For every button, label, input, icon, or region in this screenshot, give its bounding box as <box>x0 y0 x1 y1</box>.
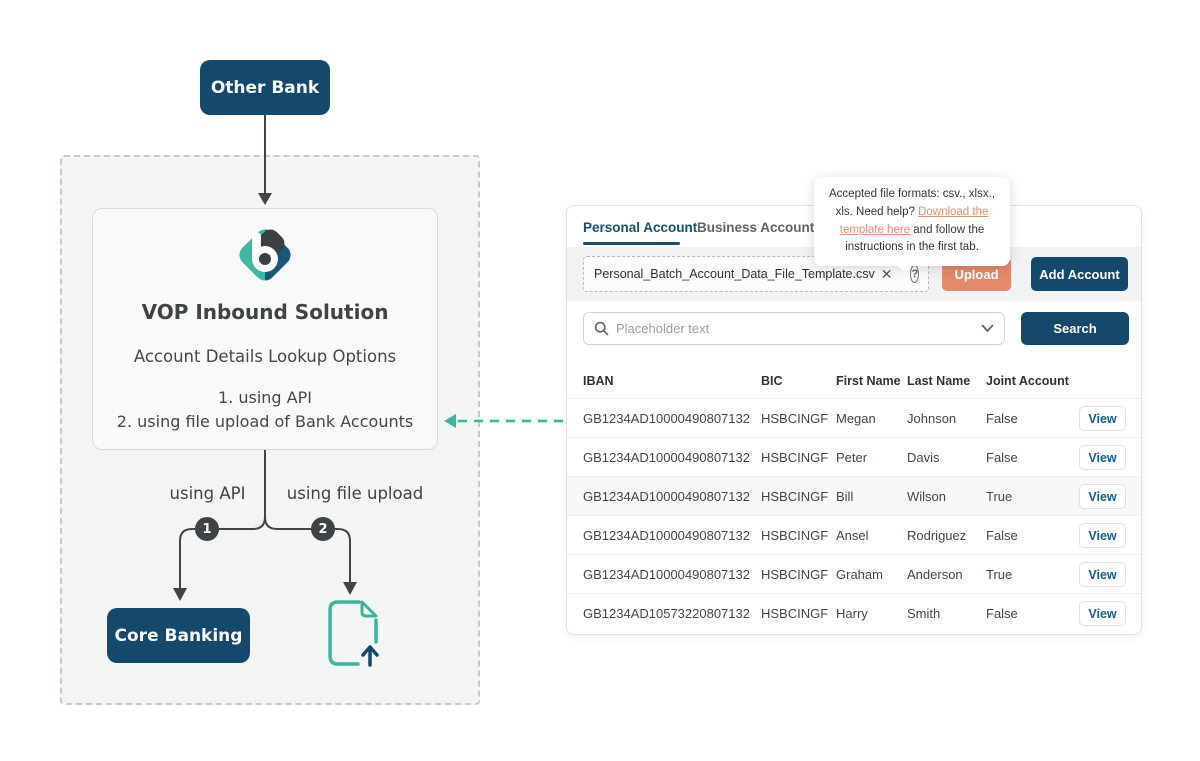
tab-personal-account[interactable]: Personal Account <box>583 220 697 235</box>
cell-bic: HSBCINGF <box>761 411 828 426</box>
active-tab-underline <box>583 242 680 245</box>
other-bank-label: Other Bank <box>211 78 319 98</box>
cell-first-name: Graham <box>836 567 883 582</box>
view-button[interactable]: View <box>1079 484 1126 509</box>
cell-joint-account: False <box>986 450 1018 465</box>
branch-number-1: 1 <box>202 522 211 537</box>
account-upload-panel: Personal Account Business Account Person… <box>566 205 1142 635</box>
vop-option-1: 1. using API <box>92 388 438 407</box>
file-upload-icon <box>325 598 381 668</box>
column-header-first-name: First Name <box>836 374 901 388</box>
vop-title: VOP Inbound Solution <box>92 300 438 324</box>
column-header-joint-account: Joint Account <box>986 374 1069 388</box>
tab-business-account[interactable]: Business Account <box>697 220 814 235</box>
cell-joint-account: False <box>986 606 1018 621</box>
cell-bic: HSBCINGF <box>761 606 828 621</box>
view-button[interactable]: View <box>1079 445 1126 470</box>
vop-subtitle: Account Details Lookup Options <box>92 347 438 366</box>
branch-number-2-badge: 2 <box>311 517 335 541</box>
add-account-button[interactable]: Add Account <box>1031 257 1128 291</box>
uploaded-filename: Personal_Batch_Account_Data_File_Templat… <box>594 267 875 281</box>
cell-first-name: Harry <box>836 606 868 621</box>
view-button[interactable]: View <box>1079 562 1126 587</box>
search-field[interactable] <box>583 312 1005 345</box>
table-header-row: IBAN BIC First Name Last Name Joint Acco… <box>567 364 1141 398</box>
cell-last-name: Johnson <box>907 411 956 426</box>
column-header-bic: BIC <box>761 374 783 388</box>
table-row: GB1234AD10573220807132 HSBCINGF Harry Sm… <box>567 593 1141 632</box>
close-icon[interactable]: ✕ <box>875 266 899 283</box>
core-banking-label: Core Banking <box>115 626 243 646</box>
cell-joint-account: False <box>986 528 1018 543</box>
cell-iban: GB1234AD10000490807132 <box>583 567 750 582</box>
core-banking-node: Core Banking <box>107 608 250 663</box>
cell-first-name: Ansel <box>836 528 869 543</box>
cell-first-name: Bill <box>836 489 853 504</box>
cell-bic: HSBCINGF <box>761 567 828 582</box>
cell-bic: HSBCINGF <box>761 450 828 465</box>
cell-last-name: Wilson <box>907 489 946 504</box>
cell-iban: GB1234AD10000490807132 <box>583 489 750 504</box>
table-row: GB1234AD10000490807132 HSBCINGF Peter Da… <box>567 437 1141 476</box>
vop-option-2: 2. using file upload of Bank Accounts <box>92 412 438 431</box>
cell-iban: GB1234AD10000490807132 <box>583 450 750 465</box>
cell-iban: GB1234AD10000490807132 <box>583 528 750 543</box>
cell-first-name: Peter <box>836 450 867 465</box>
view-button[interactable]: View <box>1079 601 1126 626</box>
view-button[interactable]: View <box>1079 523 1126 548</box>
question-circle-icon[interactable]: ? <box>910 265 919 283</box>
accounts-table: IBAN BIC First Name Last Name Joint Acco… <box>567 364 1141 632</box>
cell-last-name: Smith <box>907 606 940 621</box>
column-header-last-name: Last Name <box>907 374 970 388</box>
cell-joint-account: False <box>986 411 1018 426</box>
table-row: GB1234AD10000490807132 HSBCINGF Graham A… <box>567 554 1141 593</box>
cell-last-name: Davis <box>907 450 940 465</box>
cell-last-name: Anderson <box>907 567 963 582</box>
branch-number-2: 2 <box>318 522 327 537</box>
search-input[interactable] <box>616 321 981 336</box>
other-bank-node: Other Bank <box>200 60 330 115</box>
chevron-down-icon[interactable] <box>981 324 994 333</box>
search-button[interactable]: Search <box>1021 312 1129 345</box>
cell-bic: HSBCINGF <box>761 489 828 504</box>
search-icon <box>594 321 609 336</box>
branch-label-using-api: using API <box>130 484 285 503</box>
branch-label-using-file-upload: using file upload <box>275 484 435 503</box>
view-button[interactable]: View <box>1079 406 1126 431</box>
cell-first-name: Megan <box>836 411 876 426</box>
cell-joint-account: True <box>986 489 1012 504</box>
cell-iban: GB1234AD10573220807132 <box>583 606 750 621</box>
cell-bic: HSBCINGF <box>761 528 828 543</box>
column-header-iban: IBAN <box>583 374 614 388</box>
table-row: GB1234AD10000490807132 HSBCINGF Ansel Ro… <box>567 515 1141 554</box>
table-row: GB1234AD10000490807132 HSBCINGF Megan Jo… <box>567 398 1141 437</box>
cell-joint-account: True <box>986 567 1012 582</box>
cell-last-name: Rodriguez <box>907 528 966 543</box>
upload-help-tooltip: Accepted file formats: csv., xlsx., xls.… <box>814 177 1010 266</box>
vop-diamond-logo-icon <box>232 222 298 288</box>
cell-iban: GB1234AD10000490807132 <box>583 411 750 426</box>
branch-number-1-badge: 1 <box>195 517 219 541</box>
table-row: GB1234AD10000490807132 HSBCINGF Bill Wil… <box>567 476 1141 515</box>
